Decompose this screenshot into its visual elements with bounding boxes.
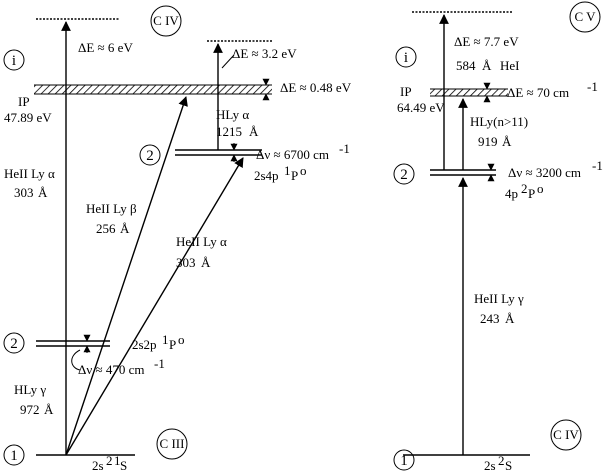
label-hely-alpha-1-wl: 303 [14,185,34,200]
label-hly-alpha: HLy α [216,107,249,122]
label-hely-alpha-1: HeII Ly α [4,166,55,181]
label-2s4p: 2s4p [254,168,279,183]
marker-2-upper-left [139,144,161,166]
label-dnu-upper: Δν ≈ 6700 cm [256,147,329,162]
label-4p: 4p [505,186,518,201]
label-hely-beta-wl: 256 [96,221,116,236]
marker-i-right-label: i [404,50,408,66]
label-hely-gamma: HeII Ly γ [474,291,524,306]
label-angstrom-5: Å [44,402,54,417]
right-panel: i 2 1 C V C IV ΔE ≈ 7.7 eV 584 Å HeI IP … [393,1,603,473]
marker-1-left-label: 1 [10,448,18,464]
marker-2-upper-left-label: 2 [146,148,154,164]
ion-ciii-circle [156,428,188,460]
label-ip-value-left: 47.89 eV [4,110,52,125]
label-angstrom-7: Å [502,134,512,149]
label-ground-right-sup: 2 [498,453,505,468]
marker-i-left-label: i [12,53,16,69]
label-2s2p: 2s2p [132,337,157,352]
label-hly-gamma: HLy γ [14,382,46,397]
label-2s4p-P: P [291,168,298,183]
ionization-band-right [430,89,508,96]
marker-2-right [393,163,415,185]
label-2s4p-sup: 1 [284,163,291,178]
label-hly-n11: HLy(n>11) [470,114,528,129]
left-panel: i 2 2 1 C IV C III ΔE ≈ 6 eV ΔE ≈ 3.2 eV… [3,5,352,473]
label-dnu-right-exp: -1 [592,158,603,173]
label-hly-gamma-wl: 972 [20,402,40,417]
label-dnu-upper-exp: -1 [339,141,350,156]
label-de-mid-left: ΔE ≈ 3.2 eV [232,46,297,61]
label-2s4p-o: o [300,163,307,178]
label-hely-gamma-wl: 243 [480,311,500,326]
transition-hely-alpha-2 [65,157,244,456]
label-ground-left-term: 1 [114,453,121,468]
ionization-band [34,85,272,94]
label-de-ip-left: ΔE ≈ 0.48 eV [280,80,352,95]
ion-civ-left: C IV [153,13,179,28]
marker-2-lower-left [3,332,25,354]
label-4p-P: P [528,186,535,201]
label-he-584: 584 [456,58,476,73]
label-4p-o: o [537,181,544,196]
label-dnu-lower-exp: -1 [154,356,165,371]
label-2s2p-P: P [169,337,176,352]
label-de-top-left: ΔE ≈ 6 eV [78,40,133,55]
label-de-top-right: ΔE ≈ 7.7 eV [454,34,519,49]
label-hely-alpha-2: HeII Ly α [176,234,227,249]
label-angstrom-2: Å [120,221,130,236]
label-2s2p-sup: 1 [162,332,169,347]
label-ground-right-S: S [505,458,512,473]
label-de-ip-right-exp: -1 [587,79,598,94]
ion-ciii: C III [160,436,185,451]
label-de-ip-right: ΔE ≈ 70 cm [507,85,569,100]
ion-civ-right: C IV [553,427,579,442]
label-ground-left-S: S [120,458,127,473]
label-dnu-lower: Δν ≈ 470 cm [78,362,145,377]
label-hely-alpha-2-wl: 303 [176,255,196,270]
ion-civ-left-circle [150,5,182,37]
marker-1-right [393,449,415,471]
label-hly-alpha-wl: 1215 [216,124,242,139]
label-ip-right: IP [400,84,412,99]
label-ip-value-right: 64.49 eV [397,100,445,115]
marker-2-right-label: 2 [400,167,408,183]
ion-civ-right-circle [550,419,582,451]
marker-1-left [3,444,25,466]
label-he-name: HeI [500,58,520,73]
marker-2-lower-left-label: 2 [10,336,18,352]
marker-i-left [3,49,25,71]
label-angstrom-8: Å [505,311,515,326]
marker-1-right-label: 1 [400,453,408,469]
label-angstrom-3: Å [201,255,211,270]
label-hely-beta: HeII Ly β [86,201,137,216]
marker-i-right [395,46,417,68]
label-ground-left-sup: 2 [106,453,113,468]
label-angstrom-1: Å [38,185,48,200]
transition-hely-beta [65,96,188,456]
label-angstrom-6: Å [482,58,492,73]
label-4p-sup: 2 [521,181,528,196]
ion-cv: C V [574,9,596,24]
label-angstrom-4: Å [249,124,259,139]
label-hly-n11-wl: 919 [478,134,498,149]
label-dnu-right: Δν ≈ 3200 cm [508,165,581,180]
label-ground-left: 2s [92,458,104,473]
label-ip-left: IP [18,94,30,109]
label-ground-right: 2s [484,458,496,473]
ion-cv-circle [569,1,601,33]
label-2s2p-o: o [178,332,185,347]
